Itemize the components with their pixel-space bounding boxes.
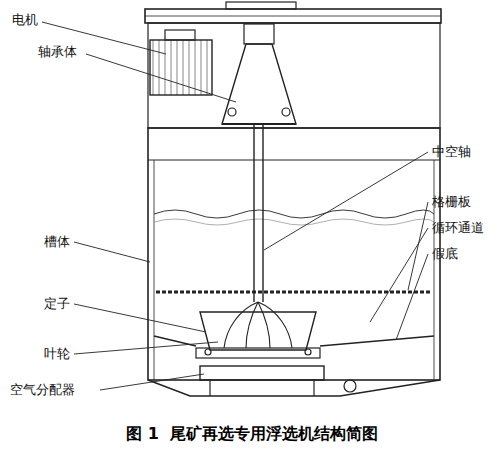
- part-label: 空气分配器: [10, 382, 75, 398]
- part-label: 循环通道: [432, 220, 484, 236]
- part-label: 电机: [12, 12, 38, 28]
- motor-cap: [165, 30, 195, 40]
- part-label: 轴承体: [38, 44, 77, 60]
- motor: [150, 40, 212, 95]
- drain: [344, 380, 356, 392]
- figure-caption: 图 1 尾矿再选专用浮选机结构简图: [124, 424, 380, 445]
- grid-plate: [156, 291, 432, 294]
- bearing-top: [244, 24, 274, 44]
- pulley: [226, 2, 296, 9]
- part-label: 假底: [432, 246, 458, 262]
- part-label: 定子: [44, 296, 70, 312]
- air-distributor: [200, 366, 324, 380]
- liquid-level: [154, 210, 434, 218]
- stator: [200, 312, 316, 350]
- part-label: 格栅板: [432, 194, 471, 210]
- tank: [148, 128, 440, 380]
- impeller: [224, 302, 292, 348]
- part-label: 槽体: [44, 234, 70, 250]
- part-label: 中空轴: [432, 144, 471, 160]
- part-label: 叶轮: [44, 346, 70, 362]
- leader-lines: [42, 22, 428, 390]
- top-beam: [145, 9, 441, 23]
- frame: [148, 23, 440, 128]
- bearing-housing: [222, 44, 296, 124]
